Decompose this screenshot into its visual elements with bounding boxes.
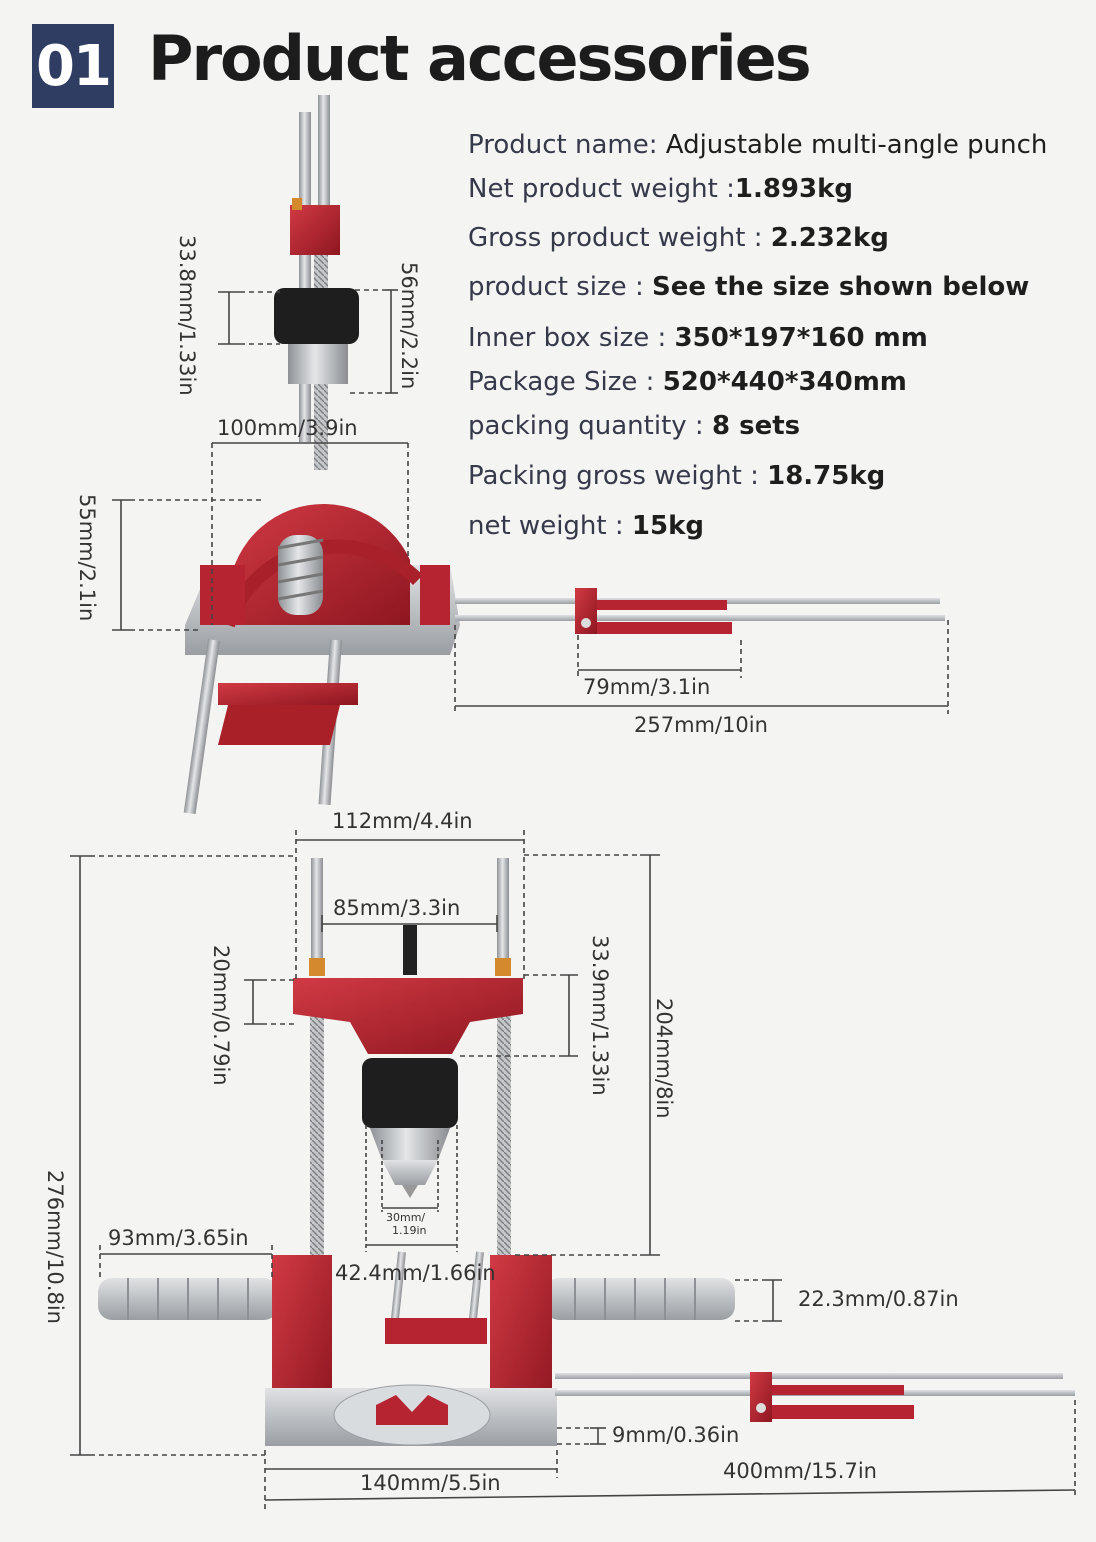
left-handle-icon [98,1278,278,1320]
bottom-dimension-labels: 112mm/4.4in 85mm/3.3in 20mm/0.79in 33.9m… [43,809,959,1495]
spec-product-name: Product name: Adjustable multi-angle pun… [468,130,1048,160]
dim-chuck-assembly-height: 56mm/2.2in [397,262,421,389]
spec-inner-box: Inner box size : 350*197*160 mm [468,323,928,353]
spec-gross-weight: Gross product weight : 2.232kg [468,223,889,253]
spec-packing-gross: Packing gross weight : 18.75kg [468,461,886,491]
spec-product-size: product size : See the size shown below [468,272,1030,302]
dim-chuck-width-line2: 1.19in [392,1224,427,1237]
spec-package-size: Package Size : 520*440*340mm [468,367,907,397]
spring-icon [277,535,324,615]
dim-throat-width: 42.4mm/1.66in [335,1261,496,1285]
dim-slider-length: 79mm/3.1in [583,675,710,699]
dim-handle-diameter: 22.3mm/0.87in [798,1287,959,1311]
dim-chuck-height: 33.8mm/1.33in [175,235,199,396]
dim-protractor-width: 100mm/3.9in [217,416,358,440]
carriage-icon [293,978,523,1054]
dim-rail-length-bottom: 400mm/15.7in [723,1459,877,1483]
dim-chuck-width-line1: 30mm/ [386,1211,425,1224]
top-dimension-labels: 33.8mm/1.33in 56mm/2.2in 100mm/3.9in 55m… [75,235,768,737]
spec-net-weight: Net product weight :1.893kg [468,174,854,204]
right-handle-icon [545,1278,735,1320]
dim-carriage-height: 20mm/0.79in [209,945,233,1086]
chuck-icon-bottom [362,1058,458,1128]
dim-handle-length: 93mm/3.65in [108,1226,249,1250]
spec-net-total: net weight : 15kg [468,511,704,541]
spec-packing-quantity: packing quantity : 8 sets [468,411,801,441]
page-title: Product accessories [148,22,812,95]
bottom-product-illustration [98,858,1075,1446]
chuck-icon [274,288,359,344]
dim-base-width: 140mm/5.5in [360,1471,501,1495]
dim-rod-spacing: 85mm/3.3in [333,896,460,920]
dim-base-height: 55mm/2.1in [75,494,99,621]
top-dimension-lines [112,289,949,714]
dim-outer-width: 112mm/4.4in [332,809,473,833]
dim-carriage-travel: 33.9mm/1.33in [588,935,612,1096]
dim-rail-length-top: 257mm/10in [634,713,768,737]
dim-total-height: 276mm/10.8in [43,1170,67,1324]
dim-column-height: 204mm/8in [652,998,676,1119]
dim-base-thickness: 9mm/0.36in [612,1423,739,1447]
section-number-badge: 01 [32,24,114,108]
top-product-illustration [183,95,945,815]
bottom-dimension-lines [70,830,1076,1510]
